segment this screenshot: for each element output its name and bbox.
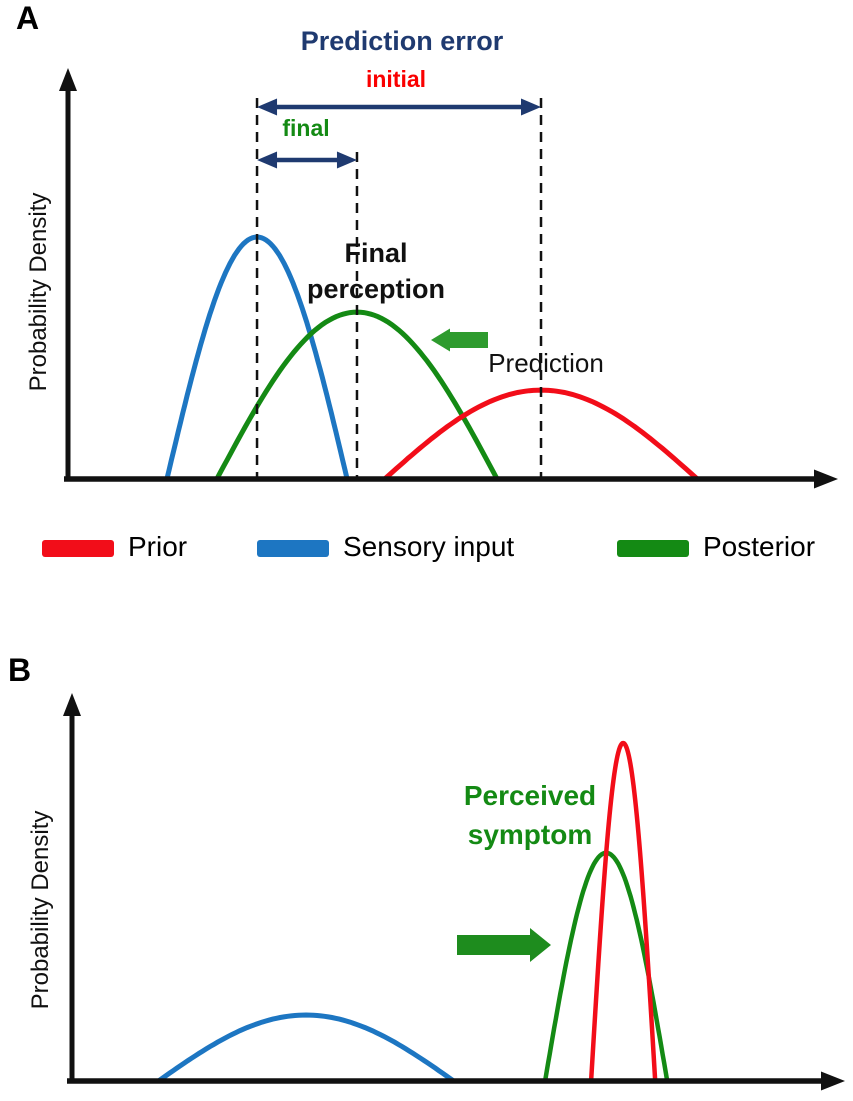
panel-b-y-axis-arrowhead-icon — [63, 693, 81, 716]
legend: Prior Sensory input Posterior — [0, 531, 853, 573]
panel-b-y-axis-title: Probability Density — [27, 810, 54, 1010]
final-prediction-error-arrow — [257, 151, 357, 169]
panel-b-label: B — [8, 652, 32, 688]
sensory-input-legend-label: Sensory input — [343, 531, 515, 562]
legend-item-prior: Prior — [42, 531, 187, 563]
panel-b-x-axis-arrowhead-icon — [821, 1071, 845, 1091]
posterior-color-swatch — [617, 540, 689, 557]
perceived-symptom-annotation: Perceived symptom — [380, 776, 680, 854]
legend-item-sensory-input: Sensory input — [257, 531, 514, 563]
prior-legend-label: Prior — [128, 531, 188, 562]
panel-a-dashed-mean-lines — [255, 98, 543, 478]
prior-color-swatch — [42, 540, 114, 557]
prediction-error-arrows — [257, 98, 542, 169]
legend-item-posterior: Posterior — [617, 531, 815, 563]
prior-curve — [382, 387, 700, 482]
perceived-symptom-line2: symptom — [467, 819, 593, 850]
panel-a-y-axis-title: Probability Density — [25, 192, 52, 392]
panel-a-plot — [59, 68, 838, 489]
panel-b-plot — [63, 693, 845, 1091]
perceived-symptom-line1: Perceived — [463, 780, 597, 811]
sensory-input-color-swatch — [257, 540, 329, 557]
final-perception-annotation: Final perception — [226, 235, 526, 307]
panel-a-x-axis-arrowhead-icon — [814, 469, 838, 489]
panel-a-label: A — [16, 0, 40, 36]
initial-error-label: initial — [365, 66, 427, 92]
prediction-annotation: Prediction — [488, 348, 604, 378]
prior-curve — [588, 740, 658, 1084]
final-error-label: final — [282, 115, 330, 141]
sensory-input-curve — [155, 1012, 457, 1084]
panel-a-y-axis-arrowhead-icon — [59, 68, 77, 91]
initial-prediction-error-arrow — [257, 98, 542, 116]
posterior-shift-left-arrow-icon — [431, 328, 488, 352]
final-perception-line2: perception — [306, 274, 446, 304]
panel-b-curves — [155, 740, 670, 1084]
final-perception-line1: Final — [344, 238, 408, 268]
posterior-legend-label: Posterior — [703, 531, 816, 562]
posterior-shift-right-arrow-icon — [457, 928, 551, 962]
prediction-error-title: Prediction error — [300, 26, 504, 56]
